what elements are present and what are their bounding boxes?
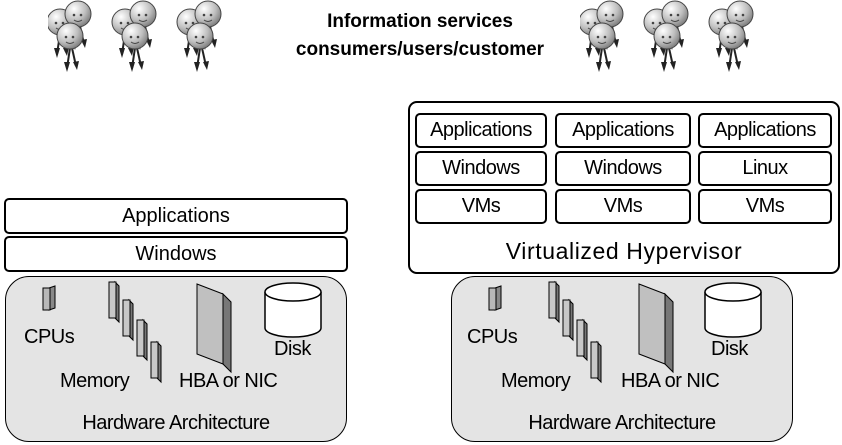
- vm1-applications-label: Applications: [430, 119, 532, 141]
- vm1-vms-layer: VMs: [415, 189, 547, 224]
- disk-cylinder-icon: [704, 282, 762, 338]
- right-memory-label: Memory: [501, 370, 571, 392]
- title-line-1: Information services: [327, 11, 513, 32]
- vm2-applications-label: Applications: [572, 119, 674, 141]
- vm3-os-layer: Linux: [698, 151, 832, 186]
- vm3-os-label: Linux: [742, 157, 788, 179]
- vm3-applications-label: Applications: [714, 119, 816, 141]
- vm3-vms-label: VMs: [745, 195, 785, 217]
- hypervisor-label: Virtualized Hypervisor: [505, 238, 743, 264]
- vm3-vms-layer: VMs: [698, 189, 832, 224]
- vm1-os-layer: Windows: [415, 151, 547, 186]
- hba-card-icon: [638, 283, 674, 374]
- left-hardware-title: Hardware Architecture: [82, 412, 270, 434]
- page-title: Information services consumers/users/cus…: [240, 8, 600, 64]
- right-hardware-title: Hardware Architecture: [528, 412, 716, 434]
- vm3-applications-layer: Applications: [698, 113, 832, 148]
- vm1-vms-label: VMs: [461, 195, 501, 217]
- left-cpus-label: CPUs: [24, 326, 75, 348]
- right-disk-label: Disk: [711, 338, 748, 360]
- vm2-vms-label: VMs: [603, 195, 643, 217]
- hba-card-icon: [196, 283, 232, 374]
- left-memory-label: Memory: [60, 370, 130, 392]
- right-hardware-components: [488, 280, 762, 384]
- vm1-applications-layer: Applications: [415, 113, 547, 148]
- left-disk-label: Disk: [274, 338, 311, 360]
- users-right-icon: [580, 0, 780, 80]
- right-cpus-label: CPUs: [467, 326, 518, 348]
- cpu-chip-icon: [488, 285, 502, 311]
- memory-modules-icon: [108, 280, 162, 384]
- vm2-vms-layer: VMs: [555, 189, 691, 224]
- left-os-label: Windows: [135, 242, 217, 265]
- vm1-os-label: Windows: [442, 157, 520, 179]
- left-applications-label: Applications: [122, 204, 230, 227]
- left-hardware-components: [42, 280, 322, 384]
- vm2-os-label: Windows: [584, 157, 662, 179]
- left-hba-label: HBA or NIC: [179, 370, 278, 392]
- right-hba-label: HBA or NIC: [621, 370, 720, 392]
- disk-cylinder-icon: [264, 282, 322, 338]
- cpu-chip-icon: [42, 285, 56, 311]
- vm2-applications-layer: Applications: [555, 113, 691, 148]
- left-applications-layer: Applications: [4, 198, 348, 234]
- vm2-os-layer: Windows: [555, 151, 691, 186]
- users-left-icon: [48, 0, 248, 80]
- title-line-2: consumers/users/customer: [295, 39, 545, 60]
- memory-modules-icon: [548, 280, 602, 384]
- left-os-layer: Windows: [4, 236, 348, 272]
